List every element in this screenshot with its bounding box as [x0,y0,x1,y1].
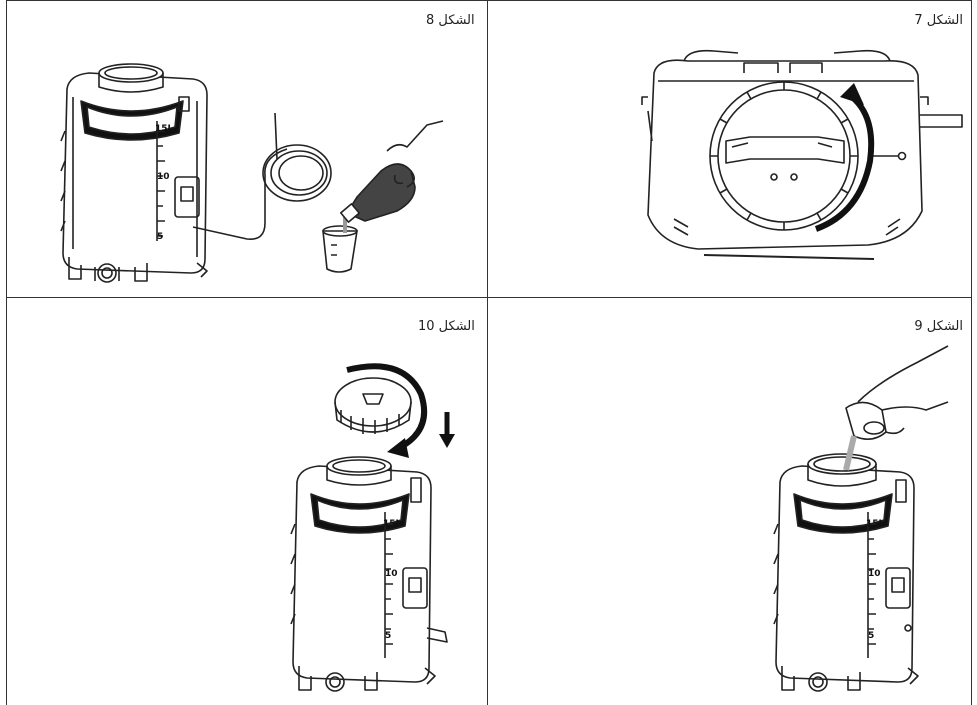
pouring-into-tank-illustration: 15L 10 5 [488,298,971,705]
tank-gauge-label-low-fig10: 5 [385,631,391,641]
tank-gauge-label-top-fig9: 15L [866,519,885,529]
figure-7-panel [488,1,971,297]
tank-gauge-label-low-fig9: 5 [868,631,874,641]
tank-gauge-label-low: 5 [157,232,163,242]
tank-hose-illustration: 15L 10 5 [7,1,487,297]
tank-gauge-label-top-fig10: 15L [383,519,402,529]
grid-border-right [971,0,972,705]
tank-gauge-label-top: 15L [155,124,174,134]
tank-gauge-label-mid: 10 [157,172,170,182]
tank-gauge-label-mid-fig10: 10 [385,569,398,579]
figure-8-panel: 15L 10 5 [7,1,487,297]
tank-gauge-label-mid-fig9: 10 [868,569,881,579]
figure-9-panel: 15L 10 5 [488,298,971,705]
cap-rotation-illustration [488,1,971,297]
cap-closing-illustration: 15L 10 5 [7,298,487,705]
figure-10-panel: 15L 10 5 [7,298,487,705]
